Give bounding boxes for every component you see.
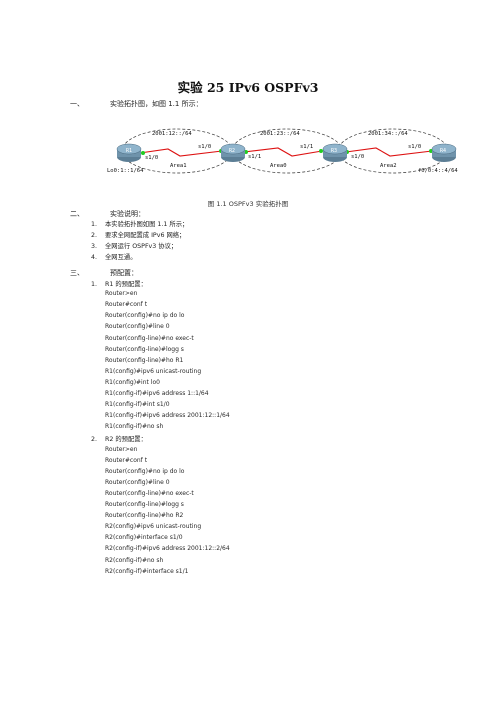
command-line: Router#conf t (105, 456, 148, 464)
preconfig-heading: 2. R2 的预配置： (91, 434, 147, 443)
section-text: 实验说明： (110, 210, 145, 218)
section-2-heading: 二、 实验说明： (70, 209, 145, 219)
preconfig-number: 1. (91, 281, 98, 288)
router-label-r3: R3 (331, 148, 337, 154)
command-line: R1(config)#int lo0 (105, 378, 160, 386)
section-number: 二、 (70, 210, 84, 218)
command-line: Router>en (105, 445, 138, 453)
area-label-2: Area2 (380, 163, 397, 169)
command-line: R2(config)#ipv6 unicast-routing (105, 523, 202, 531)
command-line: Router(config)#no ip do lo (105, 312, 185, 320)
router-r3-icon: R3 (322, 143, 348, 162)
command-line: R1(config-if)#ipv6 address 2001:12::1/64 (105, 412, 230, 420)
note-text: 全网运行 OSPFv3 协议； (105, 243, 178, 250)
router-r2-icon: R2 (220, 143, 246, 162)
section-text: 实验拓扑图，如图 1.1 所示： (110, 100, 203, 108)
command-line: Router(config-line)#ho R2 (105, 512, 184, 520)
section-3-heading: 三、 预配置： (70, 268, 138, 278)
r4-lan-label: f0/0:4::4/64 (418, 168, 458, 174)
command-line: R1(config-if)#int s1/0 (105, 401, 170, 409)
page-title: 实验 25 IPv6 OSPFv3 (177, 80, 319, 95)
router-label-r4: R4 (440, 148, 446, 154)
section-text: 预配置： (110, 269, 138, 277)
command-line: R2(config-if)#no sh (105, 556, 164, 564)
note-text: 本实验拓扑图如图 1.1 所示； (105, 221, 189, 228)
note-item: 3. 全网运行 OSPFv3 协议； (91, 241, 177, 250)
r1-loopback-label: Lo0:1::1/64 (107, 168, 144, 174)
command-line: Router>en (105, 290, 138, 298)
command-line: R2(config-if)#interface s1/1 (105, 567, 189, 575)
note-number: 3. (91, 243, 98, 250)
router-r4-icon: R4 (431, 143, 457, 162)
note-text: 全网互通。 (105, 254, 137, 261)
note-number: 2. (91, 232, 98, 239)
iface-r1-s10: s1/0 (145, 155, 158, 161)
router-r1-icon: R1 (116, 143, 142, 162)
command-line: R2(config-if)#ipv6 address 2001:12::2/64 (105, 545, 230, 553)
preconfig-label: R2 的预配置： (105, 436, 147, 444)
note-text: 要求全网配置成 IPv6 网络； (105, 232, 186, 239)
iface-r2-s10: s1/0 (198, 144, 211, 150)
area-label-0: Area0 (270, 163, 287, 169)
area-label-1: Area1 (170, 163, 187, 169)
iface-r4-s10: s1/0 (408, 144, 421, 150)
note-number: 4. (91, 254, 98, 261)
command-line: R1(config)#ipv6 unicast-routing (105, 367, 202, 375)
note-item: 4. 全网互通。 (91, 252, 136, 261)
network-label-12: 2001:12::/64 (152, 131, 192, 137)
section-number: 三、 (70, 269, 84, 277)
command-line: Router(config-line)#ho R1 (105, 356, 184, 364)
command-line: R1(config-if)#ipv6 address 1::1/64 (105, 390, 209, 397)
link-r2-r3 (243, 147, 323, 157)
preconfig-number: 2. (91, 436, 98, 444)
command-line: R2(config)#interface s1/0 (105, 534, 183, 542)
command-line: Router(config)#line 0 (105, 478, 170, 486)
figure-caption: 图 1.1 OSPFv3 实验拓扑图 (207, 200, 289, 208)
router-label-r1: R1 (126, 148, 132, 154)
network-label-34: 2001:34::/64 (368, 131, 408, 137)
command-line: Router(config-line)#no exec-t (105, 489, 194, 497)
note-item: 1. 本实验拓扑图如图 1.1 所示； (91, 219, 188, 228)
command-line: Router(config-line)#logg s (105, 345, 184, 353)
network-label-23: 2001:23::/64 (260, 131, 300, 137)
topology-diagram: R1 R2 R3 R4 2001:12::/64 2001:23::/64 20… (107, 128, 458, 174)
iface-r3-s10: s1/0 (351, 154, 364, 160)
router-label-r2: R2 (229, 148, 235, 154)
section-number: 一、 (70, 100, 84, 108)
command-line: Router(config-line)#no exec-t (105, 334, 194, 342)
link-r1-r2 (139, 148, 223, 157)
command-line: Router(config)#line 0 (105, 323, 170, 331)
command-line: Router(config)#no ip do lo (105, 467, 185, 475)
note-item: 2. 要求全网配置成 IPv6 网络； (91, 230, 185, 239)
command-line: R1(config-if)#no sh (105, 423, 164, 431)
preconfig-heading: 1. R1 的预配置： (91, 279, 147, 288)
iface-r3-s11: s1/1 (300, 144, 313, 150)
command-line: Router#conf t (105, 301, 148, 309)
link-r3-r4 (345, 147, 433, 157)
command-line: Router(config-line)#logg s (105, 501, 184, 508)
preconfig-label: R1 的预配置： (105, 281, 147, 288)
iface-r2-s11: s1/1 (248, 154, 261, 160)
section-1-heading: 一、 实验拓扑图，如图 1.1 所示： (70, 99, 203, 109)
note-number: 1. (91, 221, 98, 228)
